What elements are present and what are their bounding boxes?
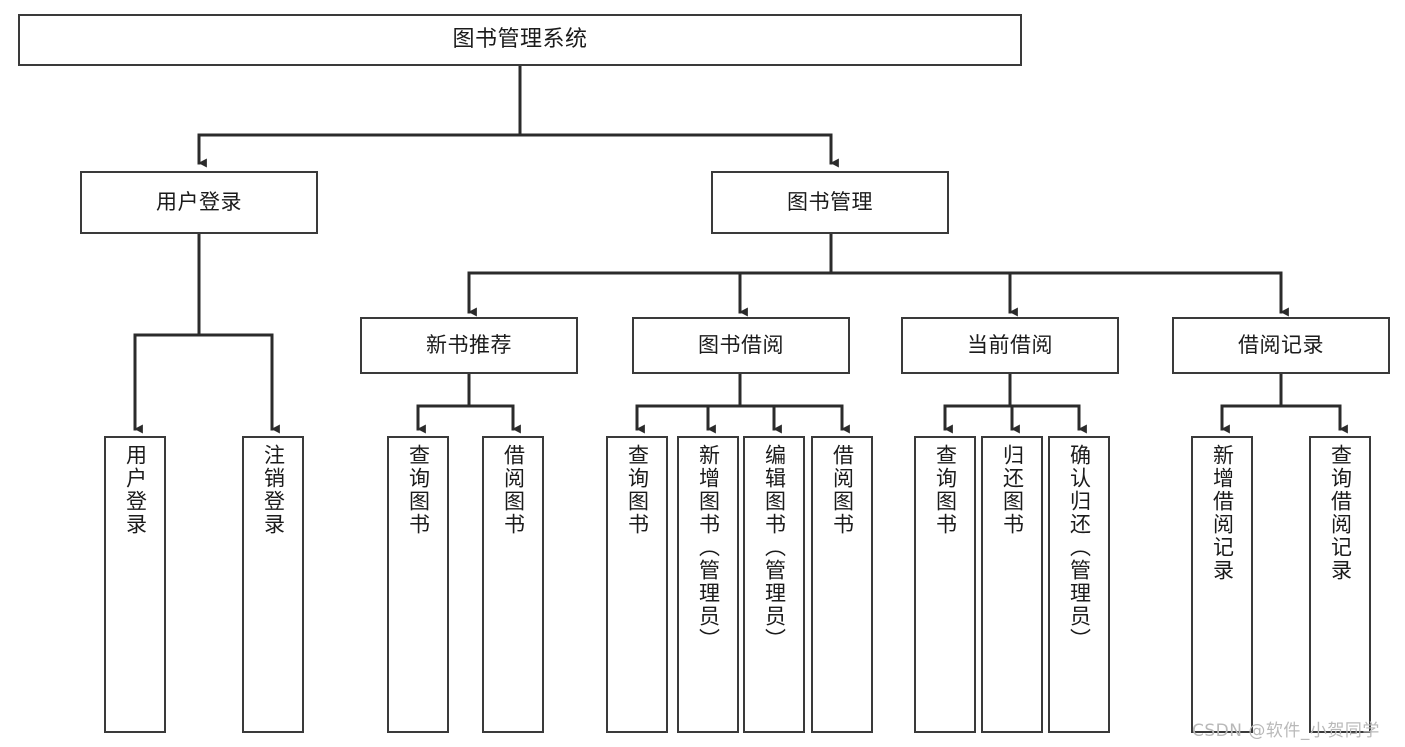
leaf-return-book[interactable]: 归还图书 xyxy=(981,436,1043,733)
node-current-borrow[interactable]: 当前借阅 xyxy=(901,317,1119,374)
node-user-login[interactable]: 用户登录 xyxy=(80,171,318,234)
node-label: 查询图书 xyxy=(406,444,431,536)
watermark: CSDN @软件_小贺同学 xyxy=(1192,721,1380,741)
leaf-add-book-admin[interactable]: 新增图书（管理员） xyxy=(677,436,739,733)
node-label: 用户登录 xyxy=(123,444,148,536)
leaf-query-book-recommend[interactable]: 查询图书 xyxy=(387,436,449,733)
node-label: 新增图书（管理员） xyxy=(696,444,721,651)
leaf-edit-book-admin[interactable]: 编辑图书（管理员） xyxy=(743,436,805,733)
node-label: 图书借阅 xyxy=(698,333,784,358)
node-label: 用户登录 xyxy=(156,190,242,215)
node-label: 查询图书 xyxy=(933,444,958,536)
node-label: 借阅图书 xyxy=(501,444,526,536)
node-root-book-management-system[interactable]: 图书管理系统 xyxy=(18,14,1022,66)
node-label: 确认归还（管理员） xyxy=(1067,444,1092,651)
leaf-query-book-current[interactable]: 查询图书 xyxy=(914,436,976,733)
leaf-logout[interactable]: 注销登录 xyxy=(242,436,304,733)
leaf-query-borrow-record[interactable]: 查询借阅记录 xyxy=(1309,436,1371,733)
node-borrow-record[interactable]: 借阅记录 xyxy=(1172,317,1390,374)
node-label: 借阅图书 xyxy=(830,444,855,536)
leaf-query-book-borrow[interactable]: 查询图书 xyxy=(606,436,668,733)
node-label: 借阅记录 xyxy=(1238,333,1324,358)
leaf-user-login[interactable]: 用户登录 xyxy=(104,436,166,733)
node-label: 新增借阅记录 xyxy=(1210,444,1235,582)
node-label: 归还图书 xyxy=(1000,444,1025,536)
node-label: 查询图书 xyxy=(625,444,650,536)
node-label: 注销登录 xyxy=(261,444,286,536)
node-label: 编辑图书（管理员） xyxy=(762,444,787,651)
node-label: 查询借阅记录 xyxy=(1328,444,1353,582)
node-label: 当前借阅 xyxy=(967,333,1053,358)
node-label: 图书管理 xyxy=(787,190,873,215)
leaf-confirm-return-admin[interactable]: 确认归还（管理员） xyxy=(1048,436,1110,733)
node-book-borrow[interactable]: 图书借阅 xyxy=(632,317,850,374)
node-label: 新书推荐 xyxy=(426,333,512,358)
leaf-add-borrow-record[interactable]: 新增借阅记录 xyxy=(1191,436,1253,733)
leaf-borrow-book-recommend[interactable]: 借阅图书 xyxy=(482,436,544,733)
node-new-book-recommend[interactable]: 新书推荐 xyxy=(360,317,578,374)
node-book-management[interactable]: 图书管理 xyxy=(711,171,949,234)
node-label: 图书管理系统 xyxy=(452,27,588,53)
leaf-borrow-book[interactable]: 借阅图书 xyxy=(811,436,873,733)
